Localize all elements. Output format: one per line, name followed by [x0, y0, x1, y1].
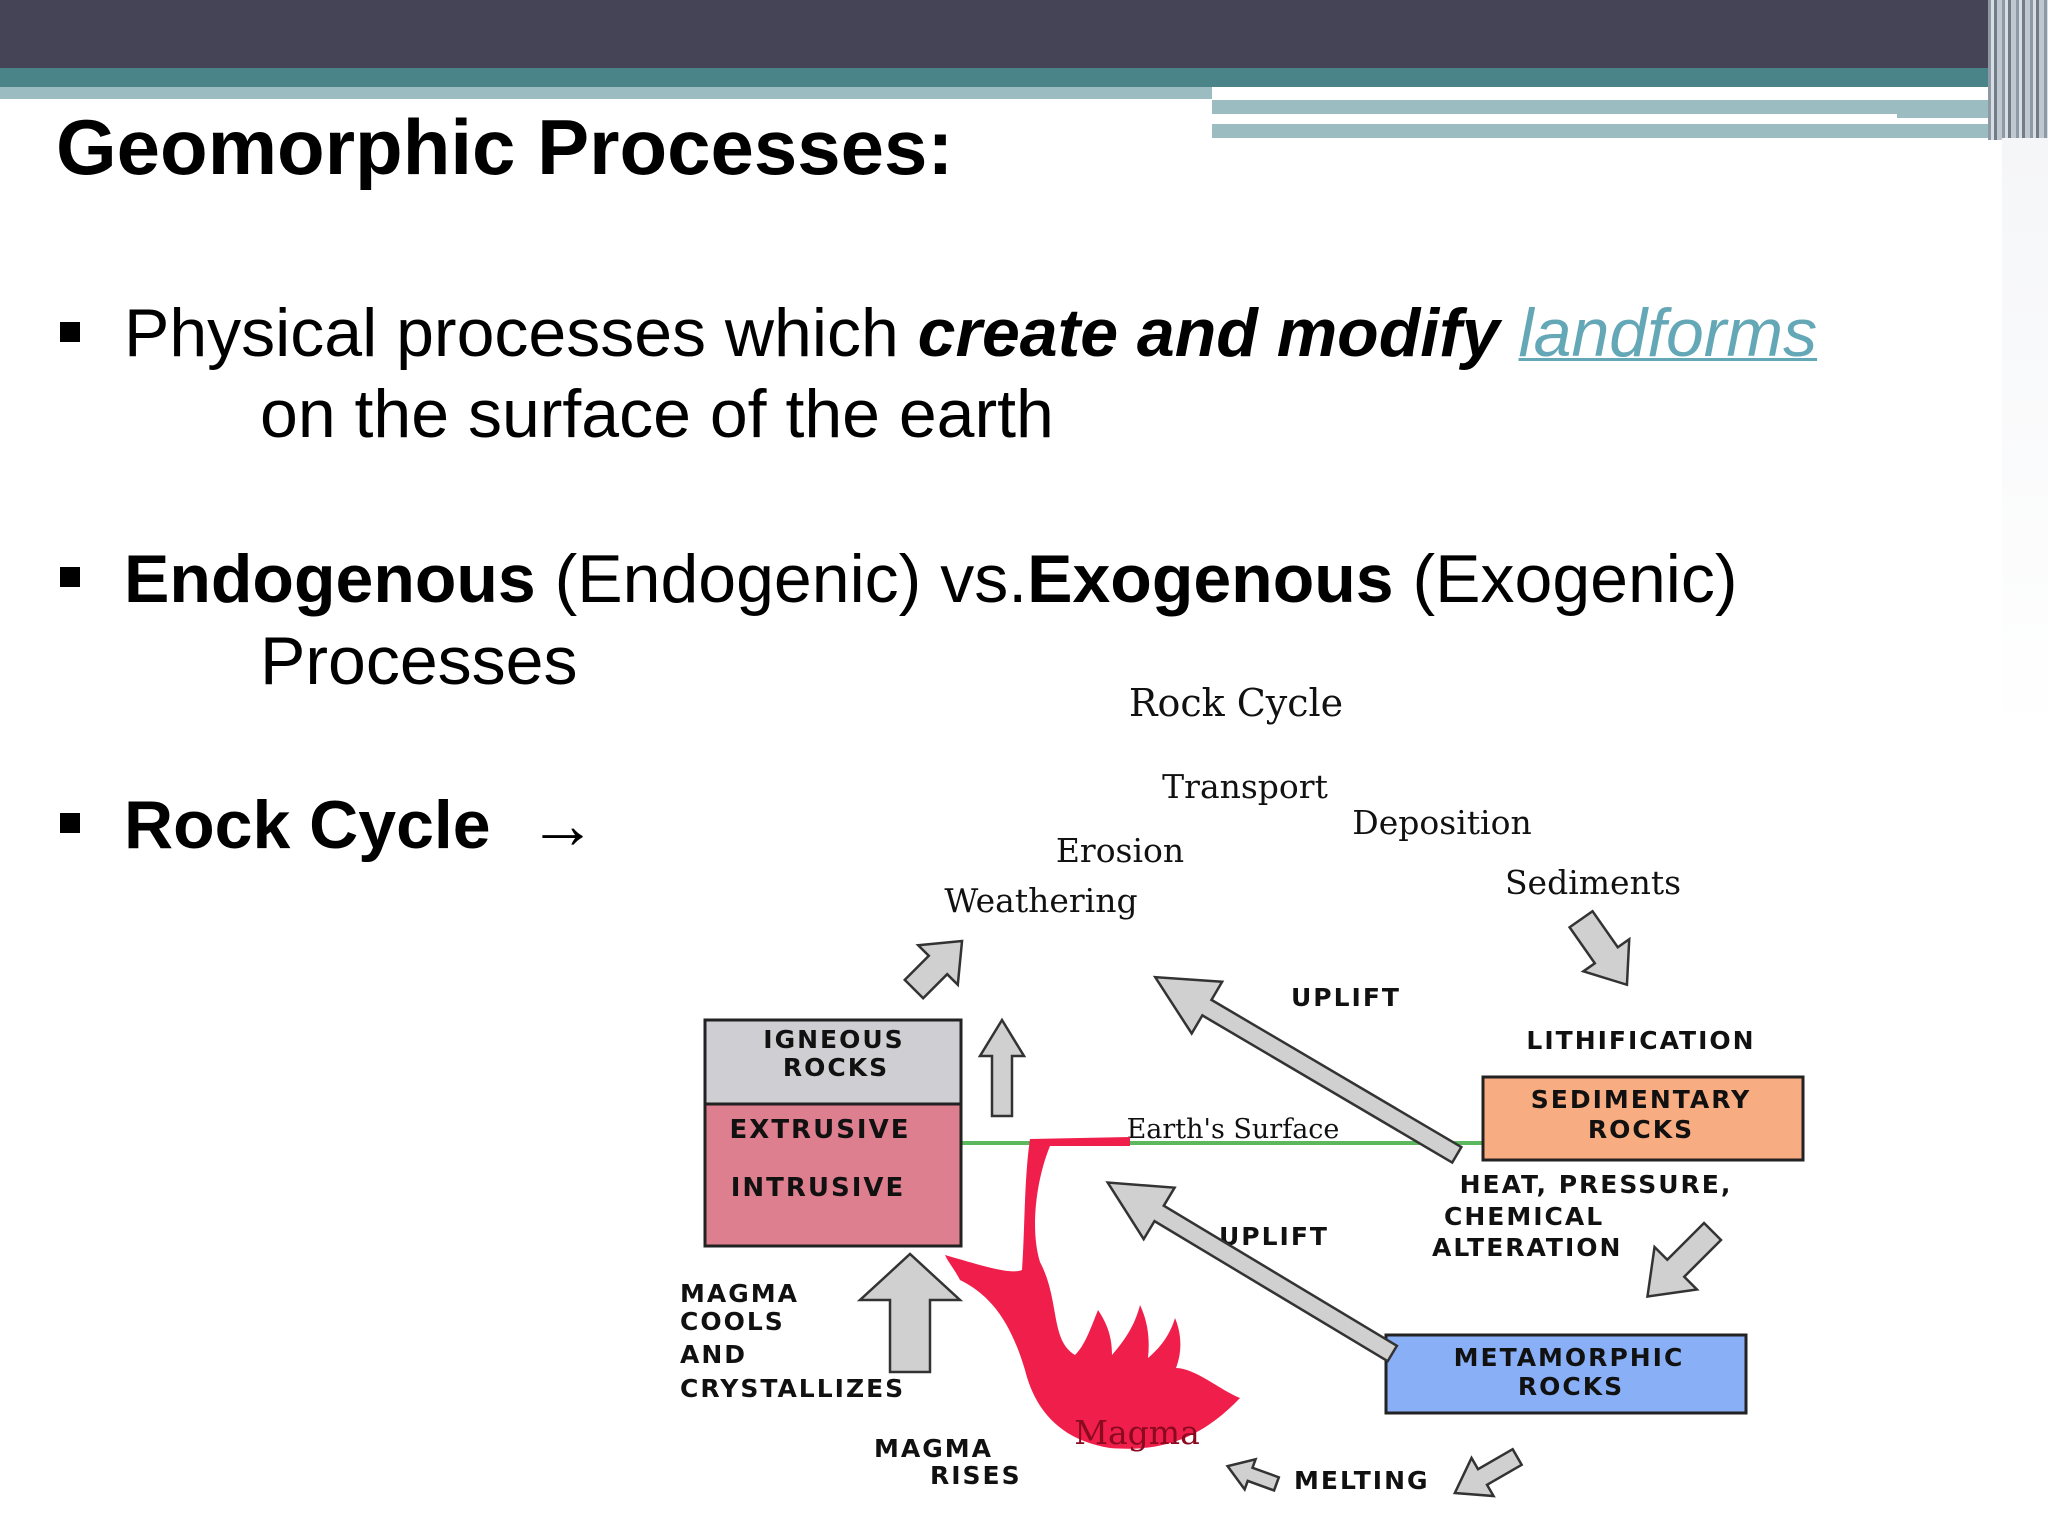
magma-cools-up-arrow-icon [856, 1252, 964, 1374]
heat-pressure-arrow-icon [1645, 1221, 1723, 1299]
bullet-marker-2 [60, 567, 80, 587]
heat-pressure-label-line1: HEAT, PRESSURE, [1460, 1170, 1733, 1199]
magma-cools-label-line1: MAGMA [680, 1279, 799, 1308]
lithification-label: LITHIFICATION [1526, 1026, 1755, 1055]
slide-header-bar [0, 0, 2048, 68]
weathering-label: Weathering [944, 881, 1137, 920]
endogenous-term: Endogenous [124, 541, 536, 617]
uplift-mid-arrow-icon [1105, 1181, 1399, 1363]
magma-cools-label-line3: AND [680, 1340, 747, 1369]
magma-rises-label-line1: MAGMA [874, 1434, 993, 1463]
slide-accent-band [0, 68, 2048, 87]
magma-rises-label-line2: RISES [930, 1461, 1022, 1490]
earths-surface-label: Earth's Surface [1127, 1114, 1340, 1145]
magma-cools-label-line4: CRYSTALLIZES [680, 1374, 905, 1403]
igneous-rocks-body-box [703, 1102, 963, 1248]
slide-edge-shade [2002, 138, 2048, 738]
heat-pressure-label-line2: CHEMICAL [1444, 1202, 1604, 1231]
metamorphic-rocks-box [1384, 1333, 1748, 1415]
magma-cools-label-line2: COOLS [680, 1307, 785, 1336]
endogenic-alt: (Endogenic) vs. [535, 541, 1028, 617]
magma-label: Magma [1074, 1413, 1200, 1452]
bullet-marker-1 [60, 322, 80, 342]
rock-cycle-term: Rock Cycle [124, 787, 491, 863]
slide-title: Geomorphic Processes: [56, 103, 954, 191]
bullet-1-line-2: on the surface of the earth [260, 376, 1054, 452]
igneous-label-line2: ROCKS [783, 1053, 889, 1082]
extrusive-up-arrow-icon [977, 1017, 1027, 1118]
melting-left-arrow-icon [1225, 1457, 1281, 1493]
exogenous-term: Exogenous [1027, 541, 1394, 617]
intrusive-label: INTRUSIVE [731, 1173, 906, 1203]
deposition-label: Deposition [1352, 803, 1531, 842]
uplift-top-label: UPLIFT [1291, 983, 1401, 1012]
slide-accent-band-right [1212, 100, 2048, 118]
slide-accent-rule [1212, 114, 1897, 119]
bullet-1-emphasis: create and modify [917, 295, 1500, 371]
bullet-1-text: Physical processes which [124, 295, 918, 371]
slide-accent-band-left [0, 87, 1212, 99]
bullet-2-line-2: Processes [260, 623, 578, 699]
igneous-label-line1: IGNEOUS [763, 1025, 904, 1054]
extrusive-label: EXTRUSIVE [730, 1115, 911, 1145]
erosion-label: Erosion [1056, 831, 1184, 870]
slide-accent-band-right-lower [1212, 124, 2048, 138]
heat-pressure-label-line3: ALTERATION [1432, 1233, 1622, 1262]
uplift-mid-label: UPLIFT [1219, 1222, 1329, 1251]
transport-label: Transport [1162, 767, 1328, 806]
sedimentary-rocks-box [1481, 1075, 1805, 1162]
landforms-link[interactable]: landforms [1518, 295, 1818, 371]
right-arrow-icon: → [528, 787, 597, 863]
bullet-marker-3 [60, 813, 80, 833]
sedimentary-label-line1: SEDIMENTARY [1531, 1085, 1751, 1114]
bullet-3-line-1: Rock Cycle → [124, 786, 596, 864]
bullet-1-line-1: Physical processes which create and modi… [124, 294, 1817, 372]
metamorphic-label-line2: ROCKS [1518, 1372, 1624, 1401]
melting-label: MELTING [1294, 1466, 1430, 1495]
slide-edge-stripes [1988, 0, 2048, 140]
melting-right-arrow-icon [1452, 1447, 1524, 1498]
sedimentary-label-line2: ROCKS [1588, 1115, 1694, 1144]
weathering-arrow-icon [902, 939, 964, 1001]
sediments-label: Sediments [1505, 863, 1681, 902]
uplift-top-arrow-icon [1152, 975, 1464, 1165]
rock-cycle-diagram-title: Rock Cycle [1129, 681, 1343, 725]
magma-body [945, 1137, 1240, 1449]
metamorphic-label-line1: METAMORPHIC [1454, 1343, 1685, 1372]
sediments-down-arrow-icon [1567, 909, 1631, 987]
exogenic-alt: (Exogenic) [1393, 541, 1738, 617]
bullet-2-line-1: Endogenous (Endogenic) vs.Exogenous (Exo… [124, 540, 1738, 618]
igneous-rocks-header-box [703, 1018, 963, 1106]
